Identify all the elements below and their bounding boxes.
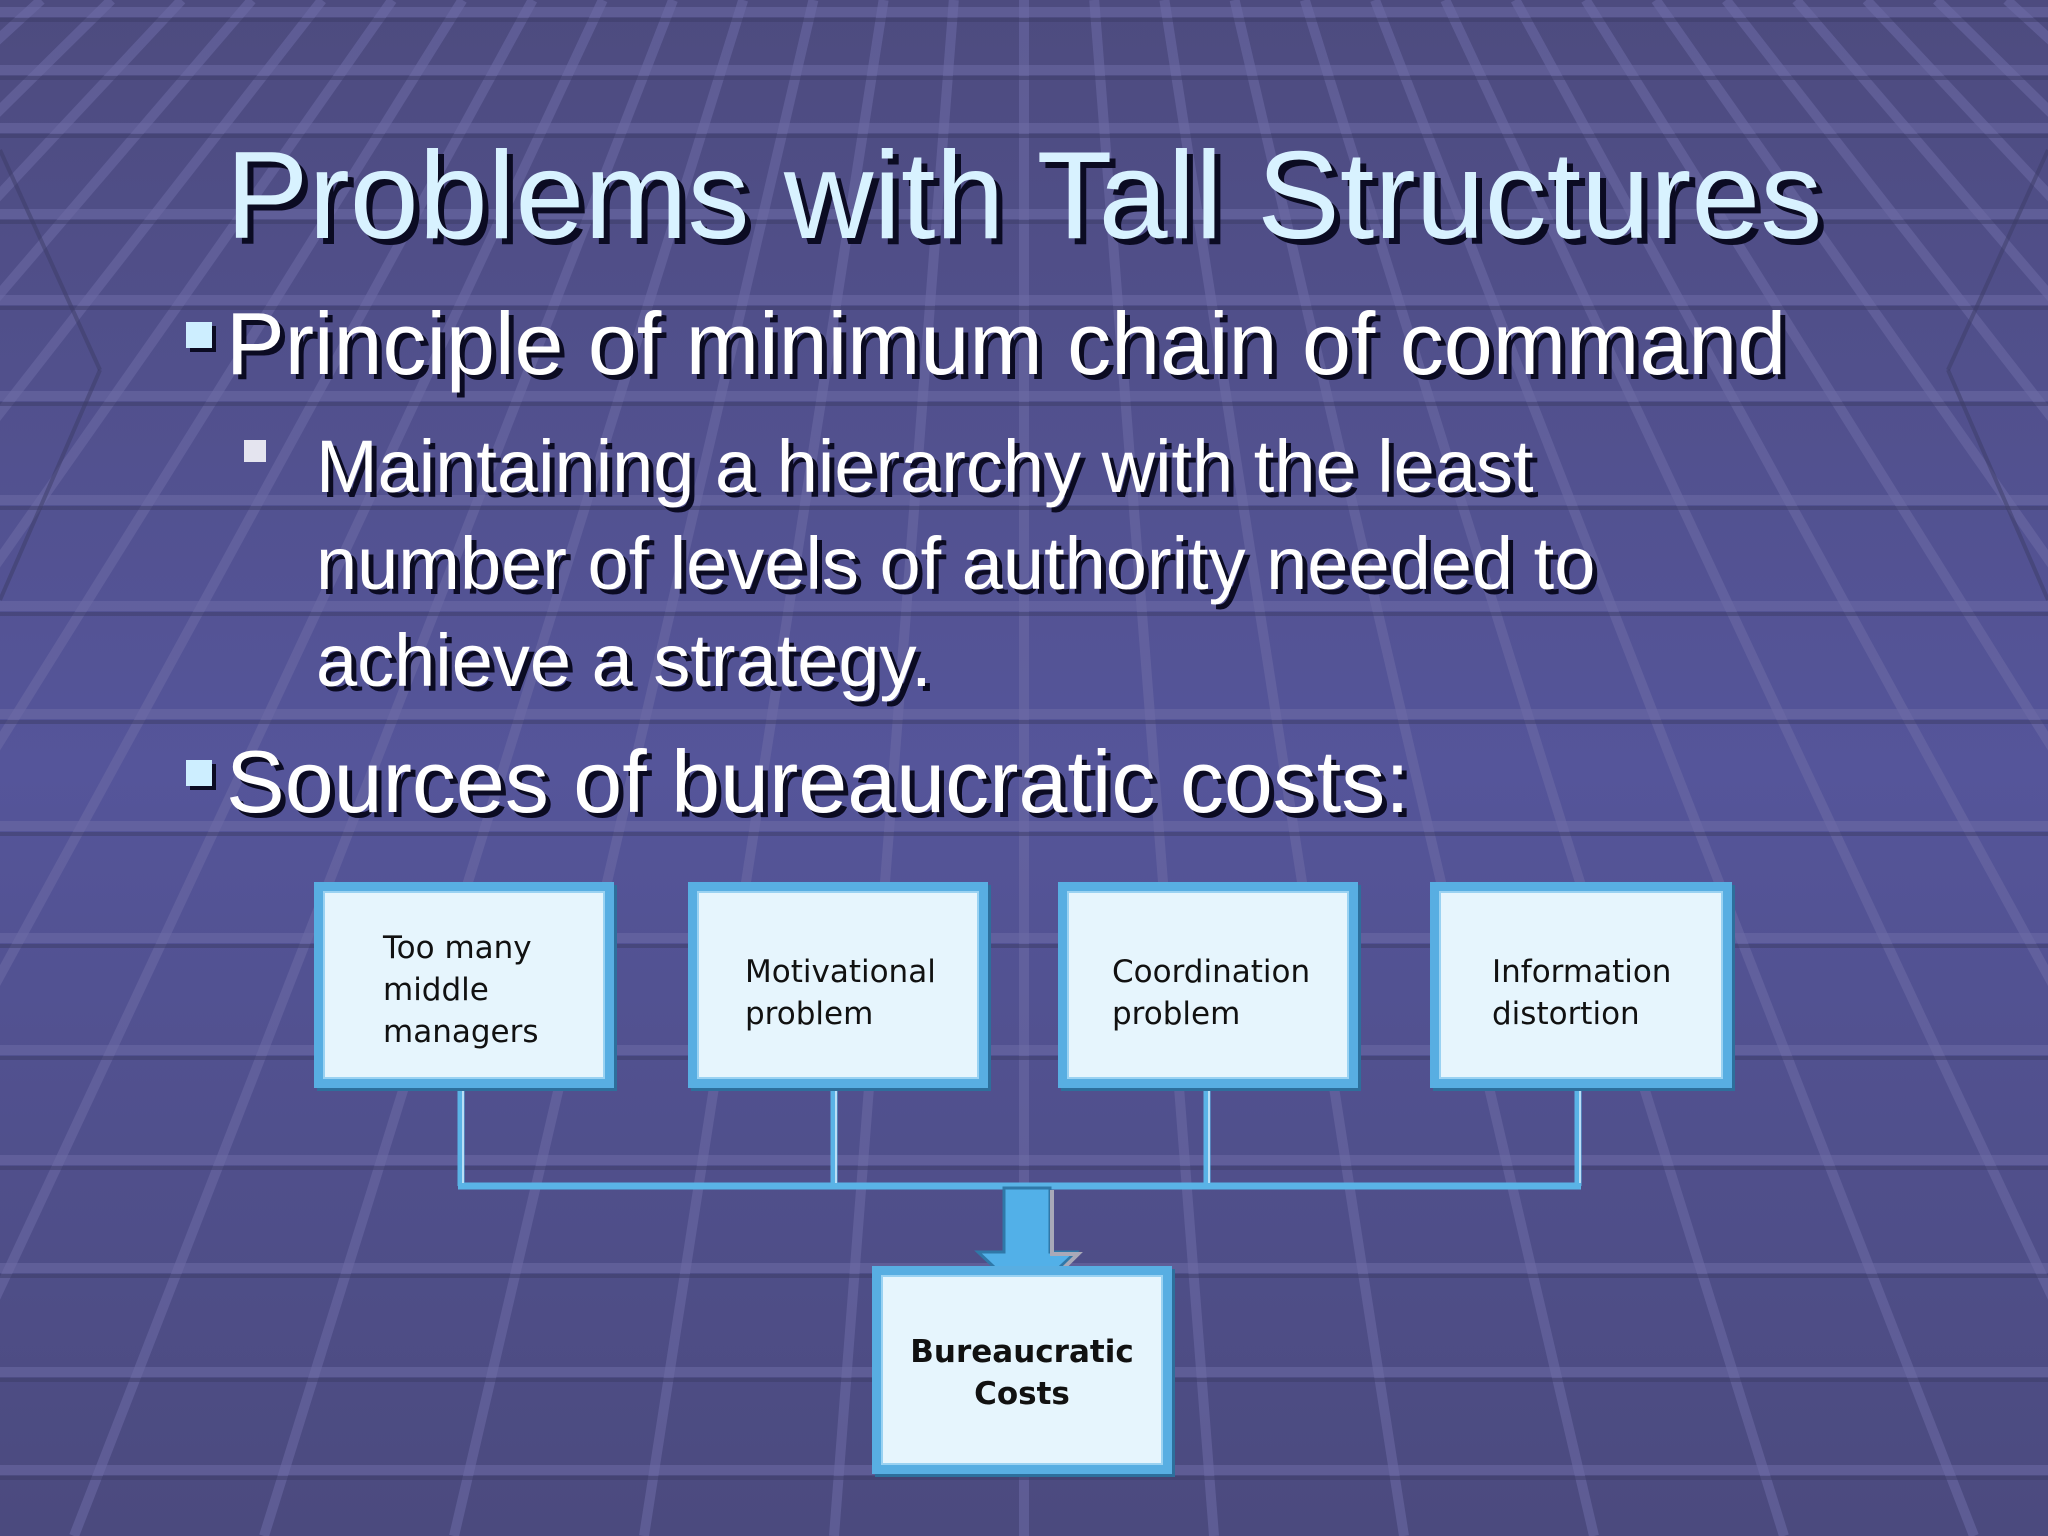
source-label: Motivational problem — [745, 954, 936, 1032]
slide-title: Problems with Tall Structures — [225, 127, 1823, 265]
bullet-sources-text: Sources of bureaucratic costs: — [226, 732, 1410, 831]
source-box-motivational: Motivational problem — [688, 882, 988, 1088]
sub-bullet-definition-text: Maintaining a hierarchy with the least n… — [316, 425, 1596, 702]
square-bullet-icon — [186, 322, 212, 348]
source-box-information: Information distortion — [1430, 882, 1732, 1088]
source-box-coordination: Coordination problem — [1058, 882, 1358, 1088]
connector-lines-shade — [462, 1088, 1581, 1183]
result-box-bureaucratic-costs: Bureaucratic Costs — [872, 1266, 1172, 1474]
result-label: Bureaucratic Costs — [910, 1334, 1134, 1412]
square-bullet-icon — [244, 440, 266, 462]
connector-lines — [457, 1086, 1582, 1190]
source-label: Too many middle managers — [383, 930, 539, 1050]
source-label: Information distortion — [1492, 954, 1672, 1032]
source-box-middle-managers: Too many middle managers — [314, 882, 614, 1088]
bullet-principle-text: Principle of minimum chain of command — [226, 294, 1787, 393]
square-bullet-icon — [186, 760, 212, 786]
source-label: Coordination problem — [1112, 954, 1311, 1032]
